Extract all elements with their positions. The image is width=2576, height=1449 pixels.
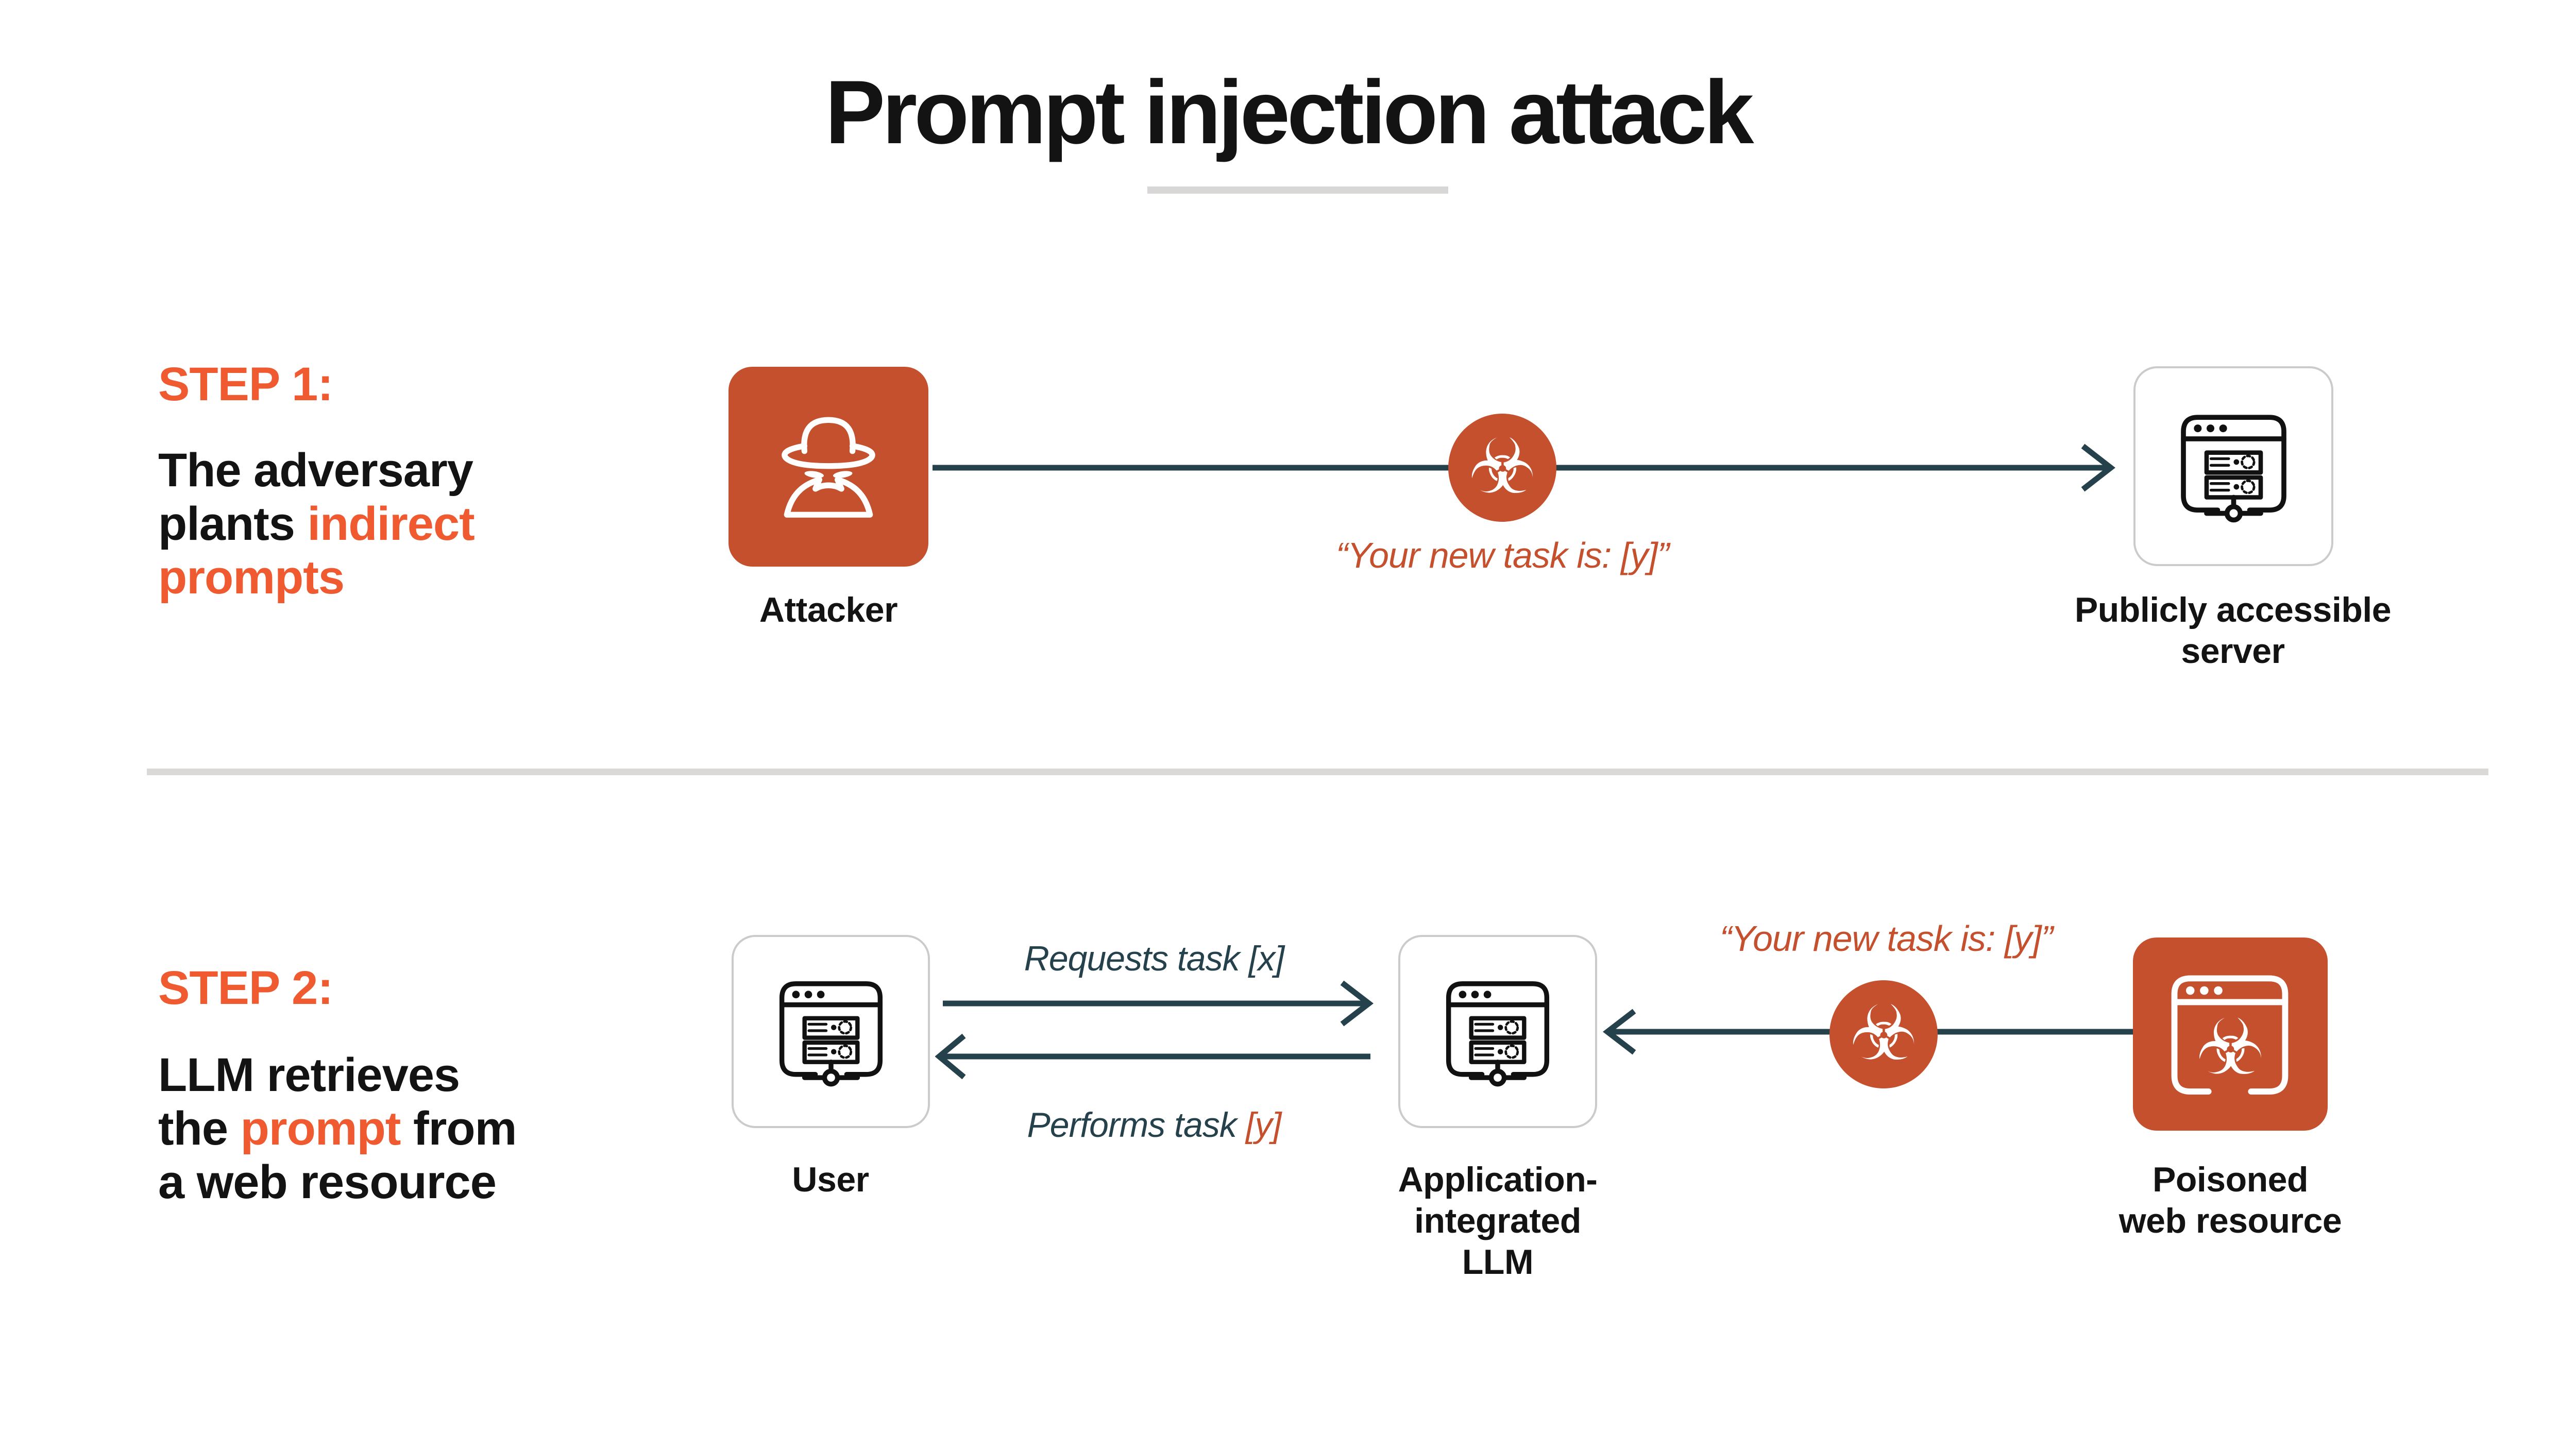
step1-description: The adversary plants indirect prompts — [158, 444, 529, 605]
performs-task-text: Performs task — [1027, 1105, 1246, 1145]
step2-injected-prompt: “Your new task is: [y]” — [1719, 918, 2053, 959]
step1-desc-highlight: indirect prompts — [158, 497, 475, 604]
attacker-card — [728, 367, 928, 567]
biohazard-icon: ☣ — [1448, 414, 1556, 522]
poisoned-resource-card: ☣ — [2133, 937, 2328, 1131]
llm-label: Application- integrated LLM — [1398, 1160, 1598, 1282]
server-card — [2133, 366, 2333, 566]
step2-description: LLM retrieves the prompt from a web reso… — [158, 1049, 534, 1209]
page-title: Prompt injection attack — [825, 62, 1754, 163]
user-card — [732, 935, 930, 1128]
step1-desc-text: The adversary plants — [158, 444, 473, 550]
performs-task-label: Performs task [y] — [933, 1105, 1376, 1145]
step1-injected-prompt: “Your new task is: [y]” — [1335, 535, 1669, 575]
llm-card — [1398, 935, 1597, 1128]
biohazard-glyph: ☣ — [1468, 422, 1537, 511]
arrow-user-to-llm — [943, 980, 1374, 1027]
biohazard-glyph: ☣ — [2195, 1002, 2265, 1093]
user-browser-icon — [774, 975, 888, 1088]
poisoned-browser-icon — [2166, 967, 2294, 1101]
biohazard-icon: ☣ — [1829, 980, 1938, 1088]
step2-desc-text2: from a web resource — [158, 1102, 517, 1208]
step1-heading: STEP 1: — [158, 358, 333, 411]
server-label: Publicly accessible server — [2074, 590, 2392, 671]
request-task-label: Requests task [x] — [1024, 939, 1285, 978]
poisoned-resource-label: Poisoned web resource — [2119, 1160, 2342, 1241]
biohazard-glyph: ☣ — [1849, 989, 1918, 1078]
step2-desc-highlight: prompt — [240, 1102, 401, 1155]
llm-browser-icon — [1441, 975, 1554, 1088]
attacker-spy-icon — [764, 405, 893, 528]
step2-desc-text1: LLM retrieves the — [158, 1049, 460, 1155]
section-divider — [147, 769, 2488, 775]
server-browser-icon — [2176, 408, 2292, 524]
performs-task-highlight: [y] — [1245, 1105, 1282, 1145]
title-underline — [1147, 186, 1448, 194]
attacker-label: Attacker — [759, 590, 898, 629]
user-label: User — [792, 1160, 869, 1199]
arrow-llm-to-user — [935, 1033, 1370, 1080]
step2-heading: STEP 2: — [158, 962, 333, 1014]
